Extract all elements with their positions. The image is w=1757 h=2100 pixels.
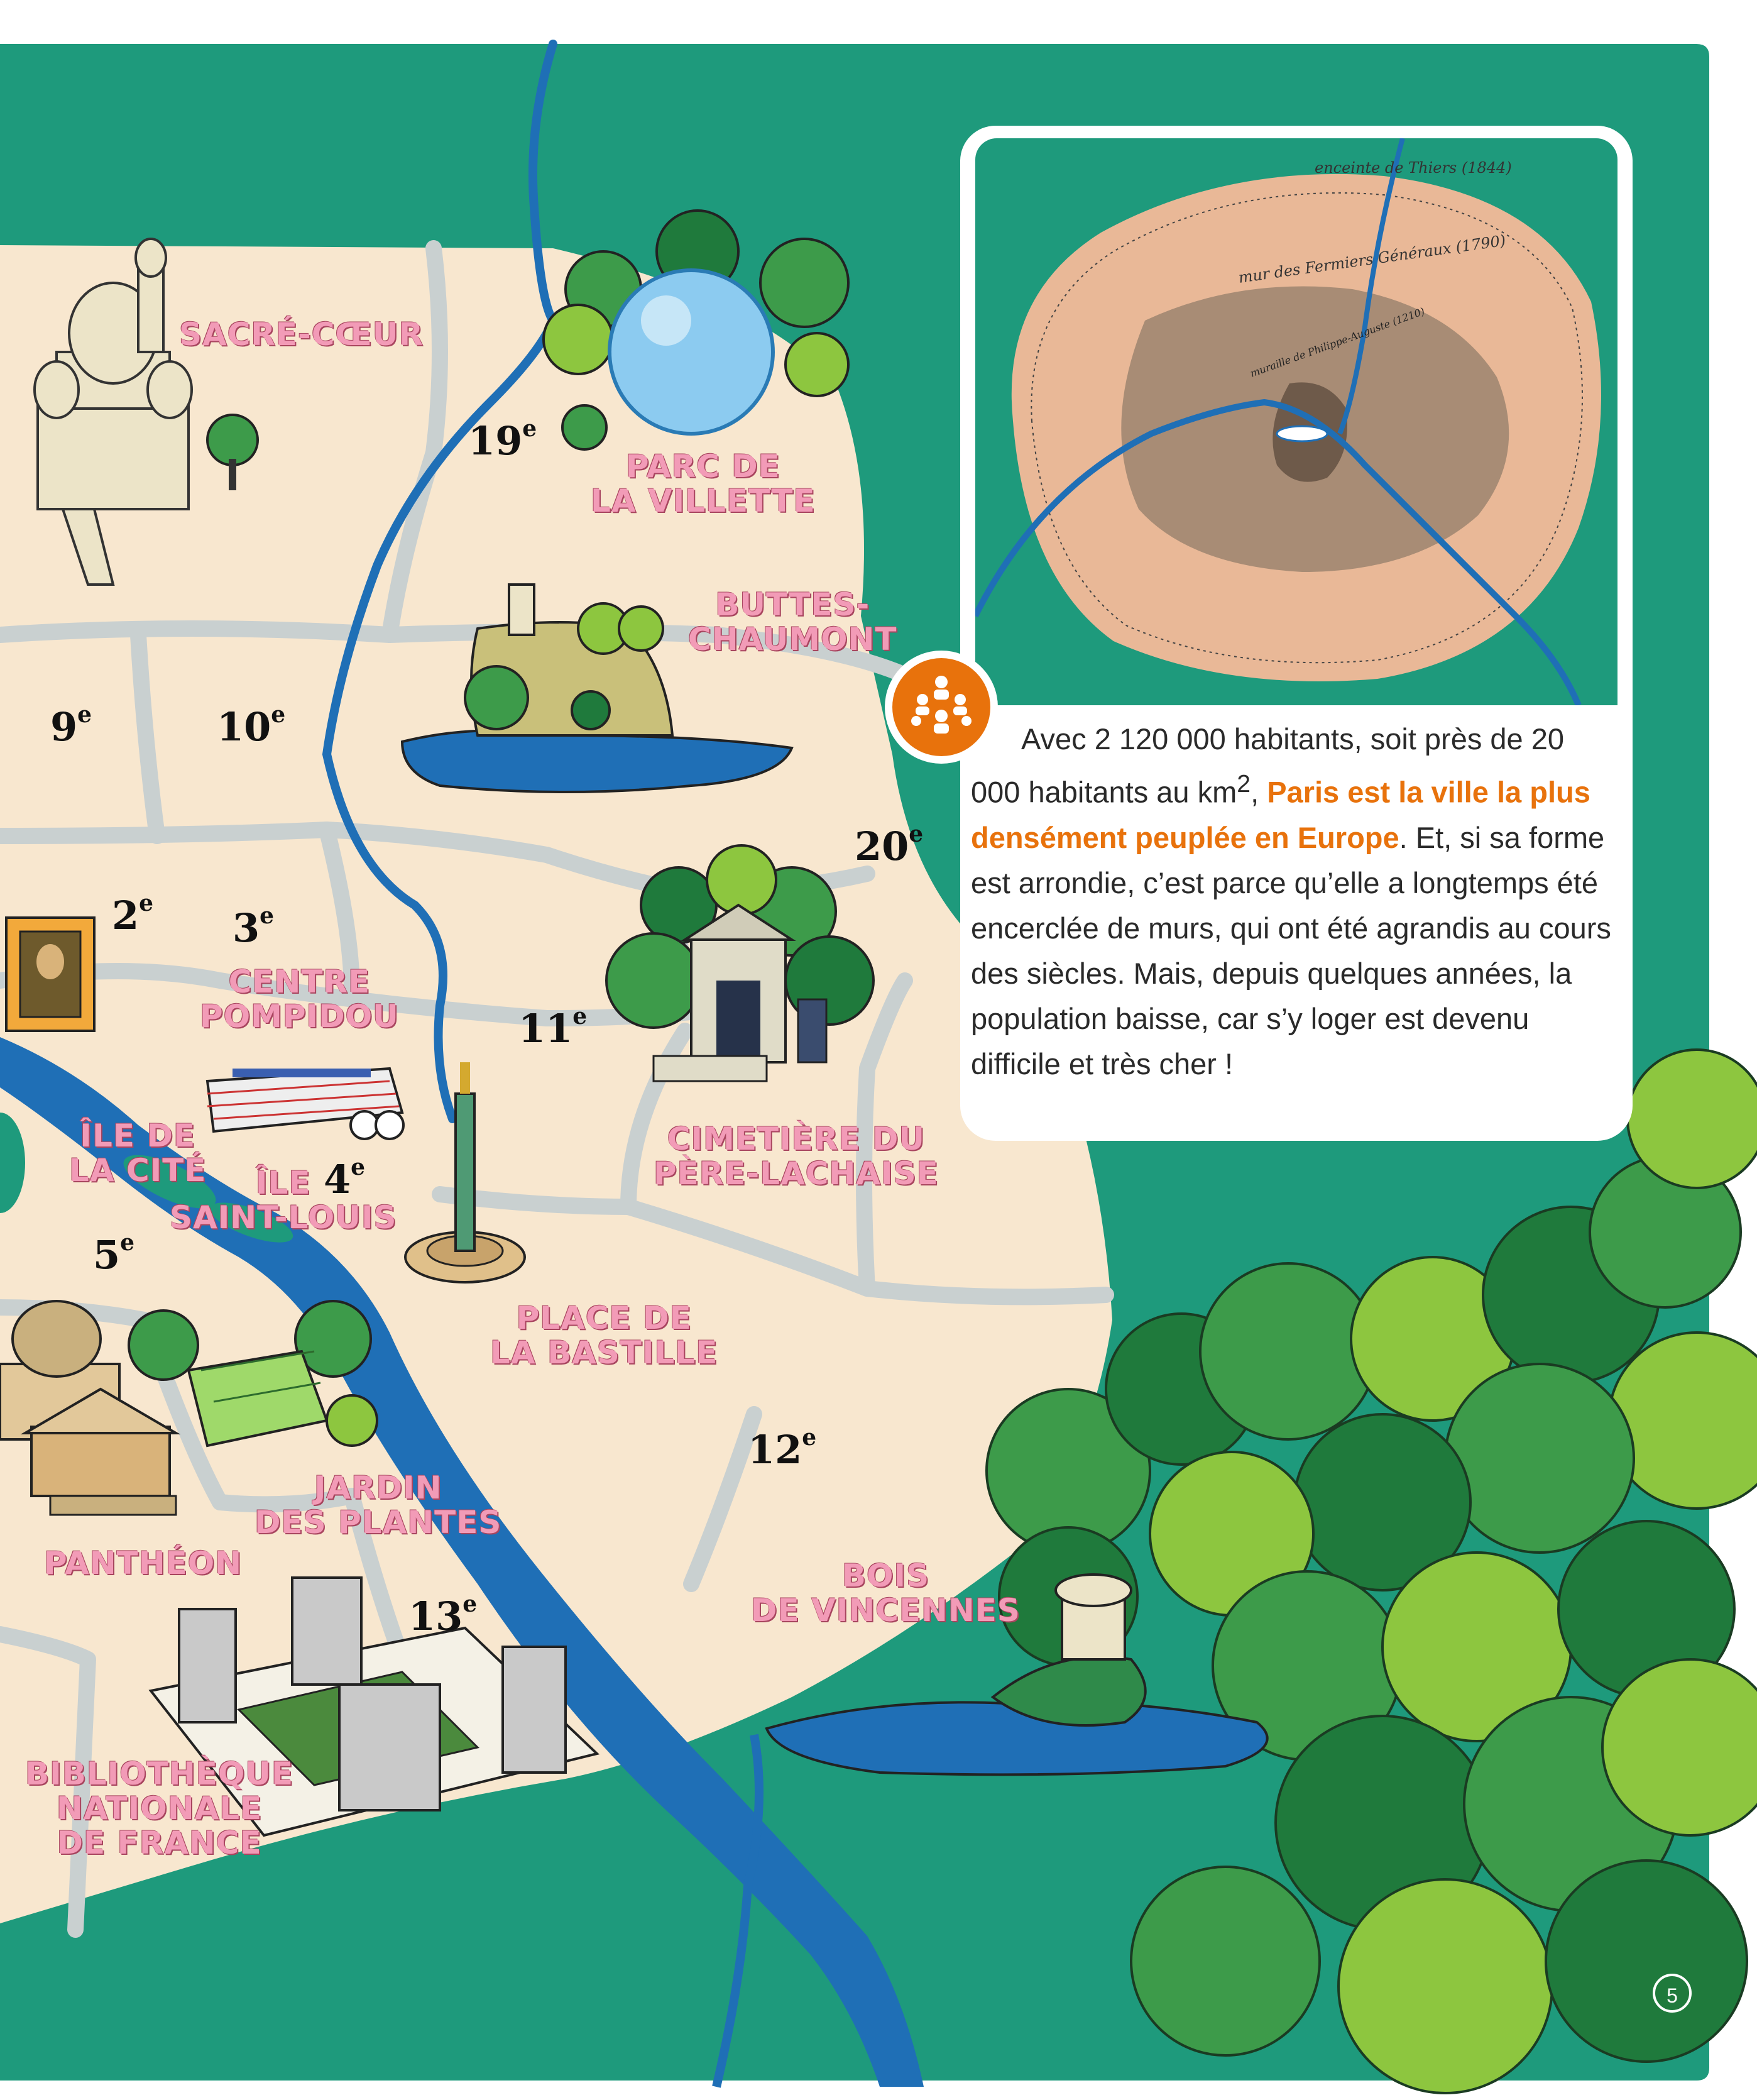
arrondissement-4: 4e: [324, 1154, 366, 1202]
centre-pompidou-icon: [205, 1067, 405, 1140]
ile-cite-shape: [123, 1155, 216, 1209]
label-pantheon: PANTHÉON: [44, 1545, 243, 1581]
arrondissement-9: 9e: [50, 701, 92, 750]
bastille-column-icon: [404, 1062, 526, 1284]
thiers-wall-label: enceinte de Thiers (1844): [1315, 159, 1512, 177]
louvre-mona-lisa-icon: [5, 916, 96, 1032]
arrondissement-11: 11e: [518, 1003, 588, 1052]
vincennes-lake: [765, 1573, 1269, 1776]
info-highlight: Paris est la ville la plus densément peu…: [971, 775, 1590, 854]
arrondissement-5: 5e: [93, 1229, 135, 1278]
arrondissement-20: 20e: [855, 821, 924, 869]
arrondissement-2: 2e: [112, 890, 154, 938]
jardin-des-plantes-icon: [128, 1300, 378, 1448]
arrondissement-3: 3e: [233, 903, 275, 951]
page-number: 5: [1653, 1974, 1692, 2013]
pantheon-icon: [0, 1300, 181, 1516]
arrondissement-12: 12e: [748, 1424, 817, 1473]
label-buttes-chaumont: BUTTES-CHAUMONT: [688, 586, 897, 657]
parc-villette-icon: [542, 209, 850, 451]
seine-river: [0, 40, 924, 2088]
people-group-icon: [892, 658, 990, 756]
bnf-icon: [148, 1576, 600, 1837]
label-sacre-coeur: SACRÉ-CŒUR: [179, 316, 424, 353]
pere-lachaise-icon: [605, 844, 875, 1082]
arrondissement-10: 10e: [217, 701, 286, 750]
sacre-coeur-icon: [33, 238, 259, 586]
info-paragraph: Avec 2 120 000 habitants, soit près de 2…: [971, 722, 1611, 1080]
historic-walls-inset-map: enceinte de Thiers (1844) mur des Fermie…: [975, 138, 1617, 705]
ile-saint-louis-shape: [209, 1202, 293, 1243]
arrondissement-19: 19e: [468, 415, 537, 464]
arrondissement-13: 13e: [408, 1591, 478, 1639]
buttes-chaumont-icon: [400, 583, 794, 793]
bois-de-vincennes-forest: [985, 1048, 1757, 2094]
